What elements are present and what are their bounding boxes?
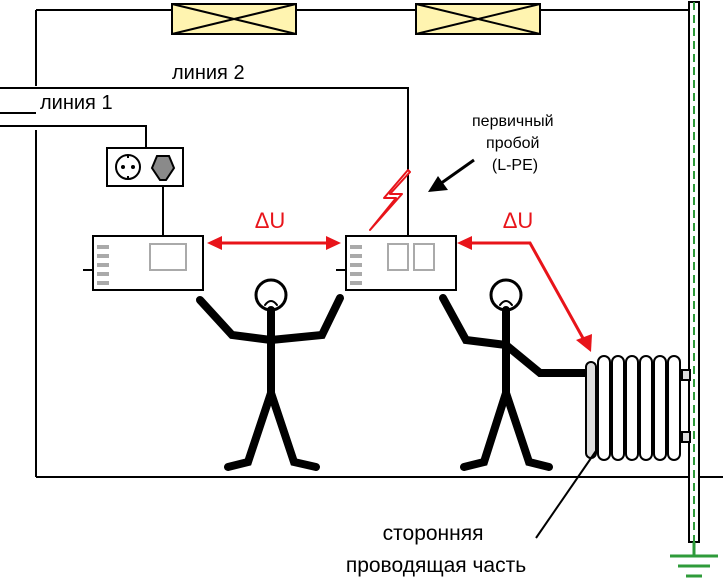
device-left [83, 235, 204, 291]
line-2-label: линия 2 [172, 62, 245, 84]
third-party-pointer [535, 447, 599, 539]
schuko-socket-with-plug-icon [106, 147, 184, 187]
breakdown-arrow [428, 158, 475, 192]
device-right [336, 235, 457, 291]
breakdown-label: первичный пробой (L-PE) [472, 113, 558, 174]
radiator-icon [585, 355, 691, 461]
delta-u-right-arrow [457, 236, 592, 352]
delta-u-right-label: ΔU [503, 208, 534, 233]
ground-symbol-icon [670, 542, 718, 578]
stick-figure-person-icon [196, 278, 344, 471]
delta-u-left-arrow [207, 236, 341, 250]
window-icon [171, 3, 297, 35]
third-party-label: сторонняя проводящая часть [346, 522, 526, 577]
pe-pole [688, 1, 700, 543]
window-icon [415, 3, 541, 35]
line-1-label: линия 1 [40, 92, 113, 114]
lightning-bolt-icon [369, 169, 411, 231]
stick-figure-person-icon [439, 278, 590, 471]
room-outline [35, 9, 723, 478]
line-2-wire [0, 87, 409, 236]
line-1-wire [0, 112, 147, 148]
delta-u-left-label: ΔU [255, 208, 286, 233]
